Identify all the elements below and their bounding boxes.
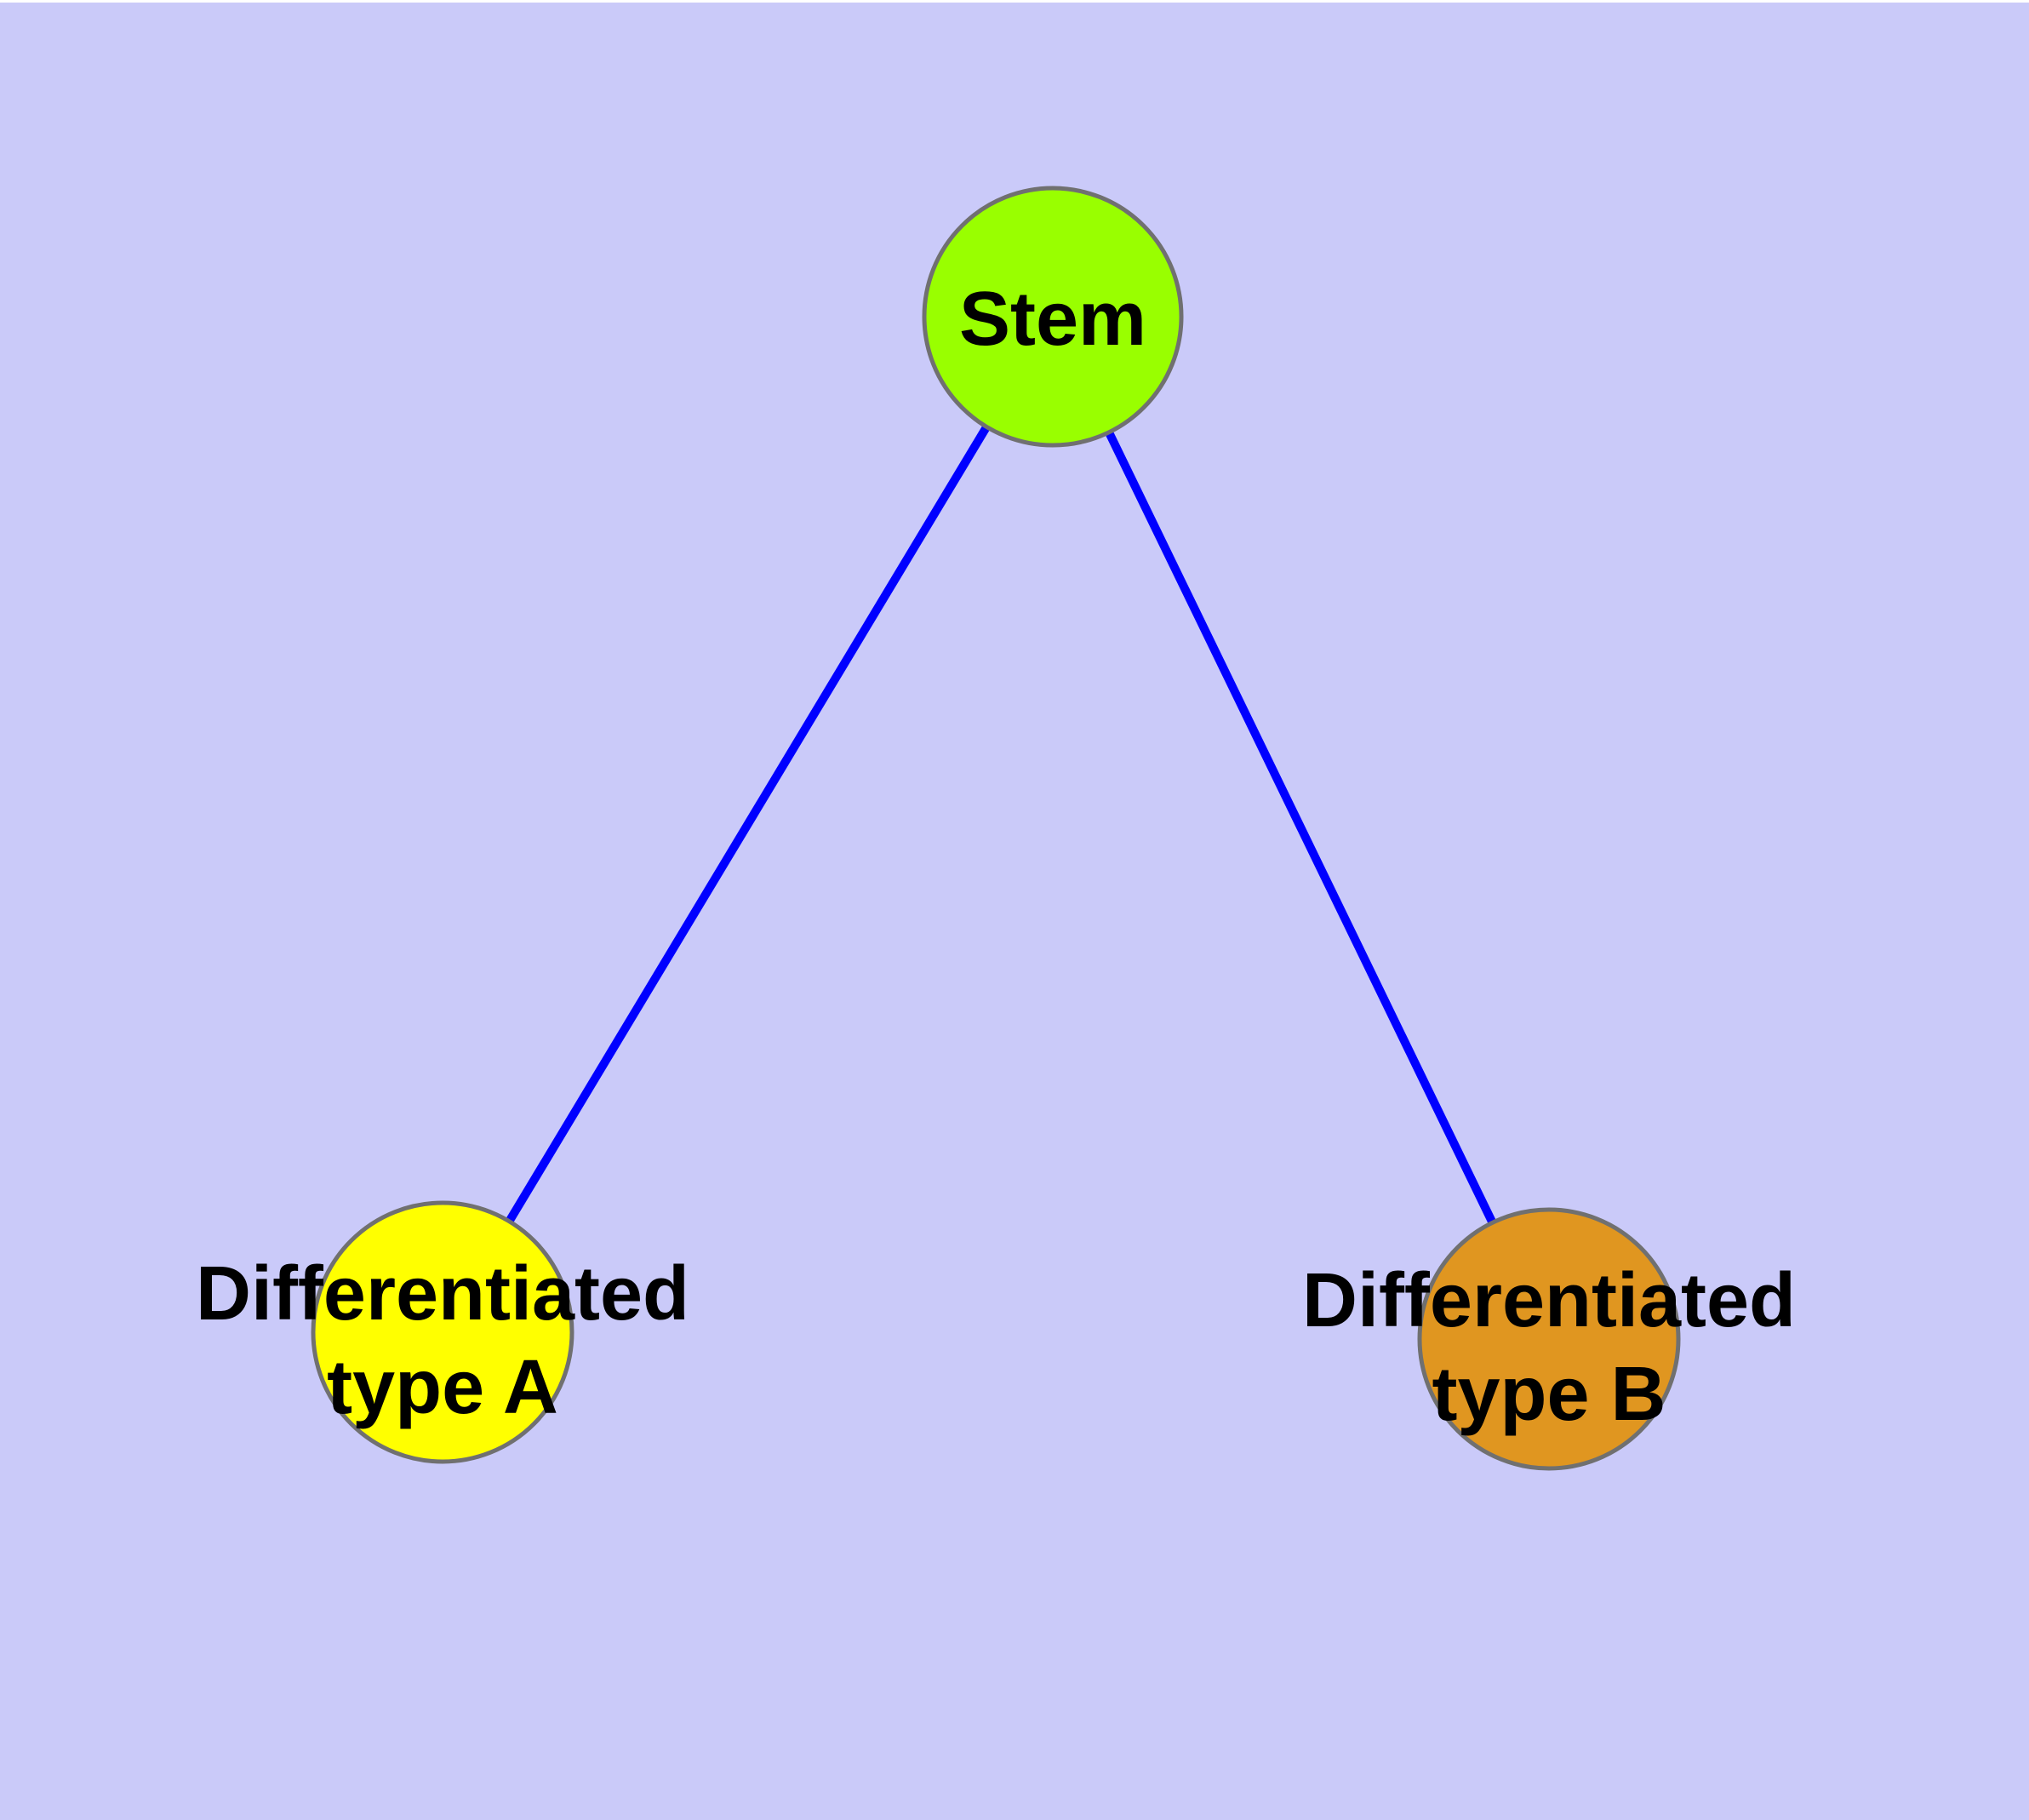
node-stem-label: Stem [959, 277, 1146, 362]
edge-stem-to-differentiated-type-b [1105, 430, 1497, 1225]
node-differentiated-type-b-circle [1417, 1207, 1681, 1471]
node-stem: Stem [922, 186, 1184, 448]
node-stem-circle [922, 186, 1184, 448]
edge-stem-to-differentiated-type-a [506, 424, 991, 1224]
node-differentiated-type-a-circle [311, 1200, 574, 1464]
